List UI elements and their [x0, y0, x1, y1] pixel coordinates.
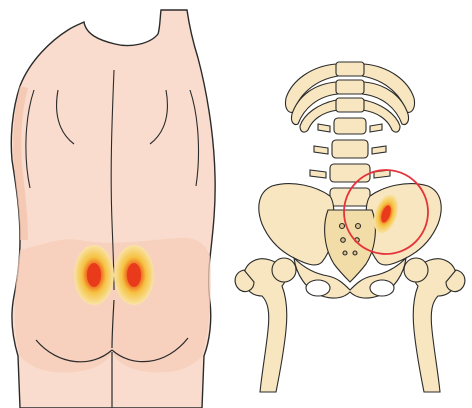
pain-spot-right: [114, 245, 154, 305]
right-obturator: [370, 280, 394, 296]
vertebral-column: [310, 62, 390, 206]
buttocks-shadow: [15, 238, 211, 373]
left-femoral-head: [272, 258, 296, 282]
left-ilium: [259, 184, 334, 265]
sacrum: [325, 210, 376, 282]
pelvis-spine-skeleton: [235, 62, 465, 392]
human-back-figure: [11, 10, 215, 408]
pain-spot-left: [74, 245, 114, 305]
left-obturator: [306, 280, 330, 296]
right-femoral-head: [404, 258, 428, 282]
